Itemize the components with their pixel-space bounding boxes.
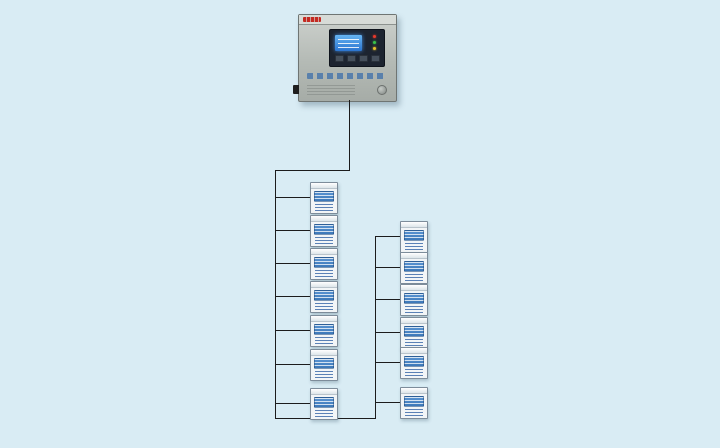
device-label <box>315 410 333 417</box>
detector-module <box>310 315 338 347</box>
detector-module <box>310 388 338 420</box>
device-cap <box>401 348 427 354</box>
device-display <box>314 324 334 335</box>
fault-led <box>373 47 376 50</box>
detector-module <box>310 349 338 381</box>
controller-nameplate <box>307 73 387 79</box>
wire-segment <box>276 364 310 365</box>
device-display <box>404 356 424 367</box>
controller-key-button <box>347 55 356 62</box>
side-connector <box>293 85 299 94</box>
device-display <box>314 358 334 369</box>
wire-segment <box>376 402 400 403</box>
wire-segment <box>276 197 310 198</box>
detector-module <box>400 252 428 284</box>
wire-segment <box>276 230 310 231</box>
detector-module <box>310 281 338 313</box>
wire-segment <box>276 330 310 331</box>
device-display <box>404 261 424 272</box>
device-display <box>314 224 334 235</box>
brand-logo-mark <box>303 17 321 22</box>
device-cap <box>311 249 337 255</box>
wire-segment <box>349 100 350 171</box>
detector-module <box>310 182 338 214</box>
device-label <box>315 204 333 211</box>
device-cap <box>311 389 337 395</box>
device-cap <box>401 388 427 394</box>
wire-segment <box>275 170 276 419</box>
device-label <box>315 237 333 244</box>
screen-readout-lines <box>338 39 359 48</box>
controller-key-row <box>335 55 380 62</box>
controller-key-button <box>371 55 380 62</box>
device-cap <box>401 318 427 324</box>
controller-vents <box>307 85 355 96</box>
detector-module <box>400 387 428 419</box>
device-cap <box>311 350 337 356</box>
device-label <box>315 270 333 277</box>
wire-segment <box>376 332 400 333</box>
device-label <box>315 371 333 378</box>
device-cap <box>311 216 337 222</box>
device-display <box>404 230 424 241</box>
wire-segment <box>375 236 376 419</box>
device-display <box>314 257 334 268</box>
detector-module <box>310 248 338 280</box>
controller-top-strip <box>299 15 396 25</box>
status-led-stack <box>373 35 378 53</box>
device-label <box>405 274 423 281</box>
wire-segment <box>276 263 310 264</box>
detector-module <box>400 347 428 379</box>
device-label <box>405 339 423 346</box>
wire-segment <box>376 236 400 237</box>
detector-module <box>310 215 338 247</box>
device-label <box>315 337 333 344</box>
device-label <box>405 243 423 250</box>
wire-segment <box>376 299 400 300</box>
device-display <box>314 397 334 408</box>
detector-module <box>400 221 428 253</box>
wire-segment <box>376 267 400 268</box>
device-cap <box>401 222 427 228</box>
controller-key-button <box>359 55 368 62</box>
controller-lock-knob <box>377 85 387 95</box>
device-display <box>314 191 334 202</box>
wire-segment <box>275 170 350 171</box>
device-label <box>315 303 333 310</box>
device-display <box>404 396 424 407</box>
device-cap <box>401 253 427 259</box>
alarm-led <box>373 35 376 38</box>
detector-module <box>400 317 428 349</box>
device-display <box>404 326 424 337</box>
device-label <box>405 409 423 416</box>
device-label <box>405 369 423 376</box>
wire-segment <box>276 296 310 297</box>
power-led <box>373 41 376 44</box>
controller-key-button <box>335 55 344 62</box>
device-cap <box>401 285 427 291</box>
device-display <box>314 290 334 301</box>
device-cap <box>311 282 337 288</box>
wire-segment <box>376 362 400 363</box>
wire-segment <box>276 403 310 404</box>
device-cap <box>311 183 337 189</box>
controller-unit <box>293 14 397 102</box>
controller-display-panel <box>329 29 385 67</box>
device-display <box>404 293 424 304</box>
device-cap <box>311 316 337 322</box>
controller-screen <box>335 35 362 51</box>
detector-module <box>400 284 428 316</box>
device-label <box>405 306 423 313</box>
